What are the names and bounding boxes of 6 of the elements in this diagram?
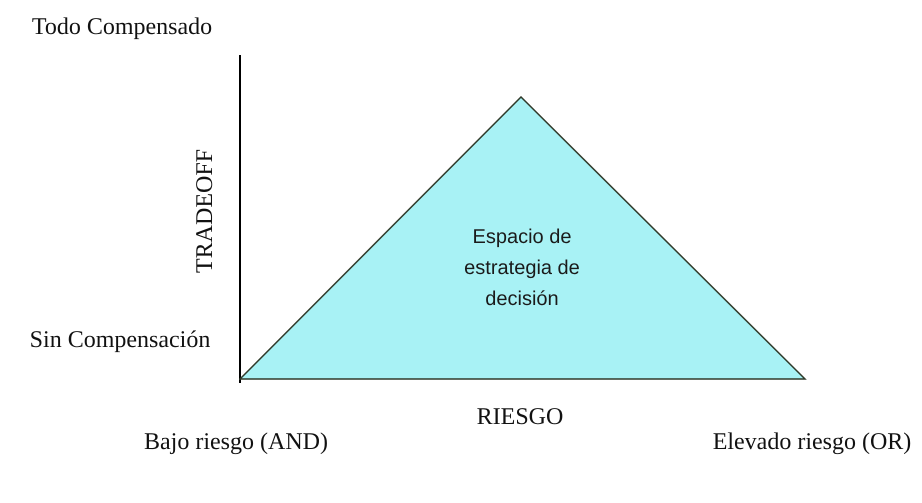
- axis-label: Todo Compensado: [30, 13, 214, 42]
- axis-label: Elevado riesgo (OR): [712, 428, 912, 457]
- axis-label: Bajo riesgo (AND): [143, 428, 329, 457]
- axis-label: Sin Compensación: [28, 326, 212, 355]
- triangle-label: Espacio de estrategia de decisión: [463, 225, 581, 312]
- axis-label: RIESGO: [476, 403, 564, 432]
